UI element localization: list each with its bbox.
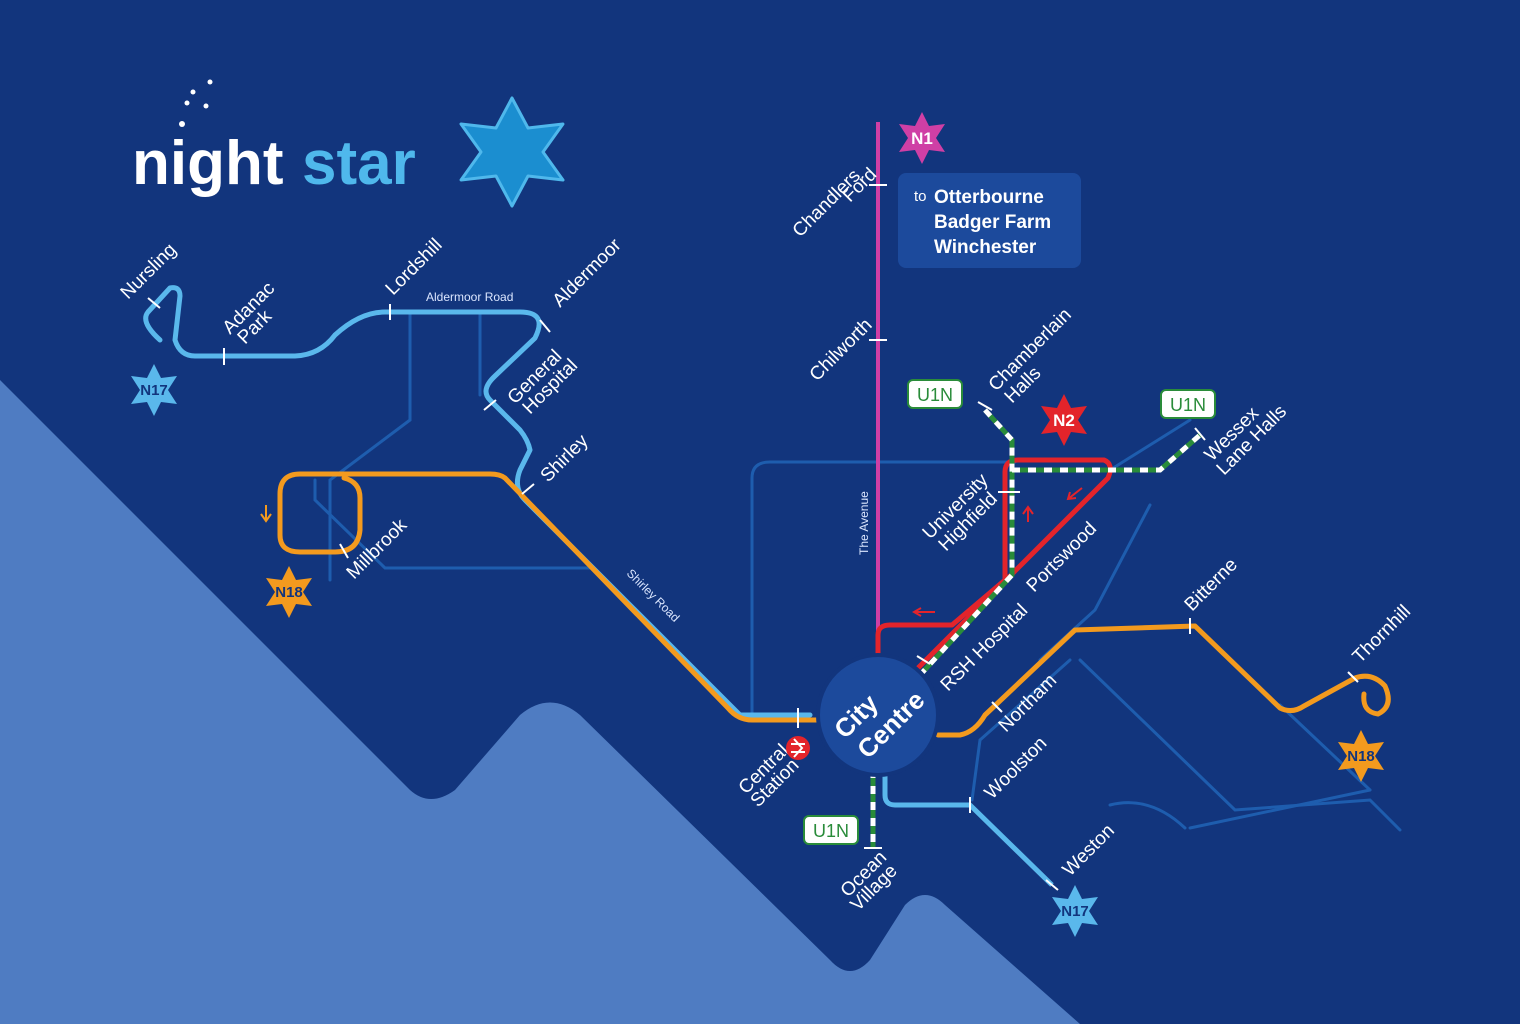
badge-n17-east-label: N17: [1061, 903, 1089, 920]
stop-ticks: [147, 297, 1359, 891]
badge-u1n-wessex-label: U1N: [1170, 395, 1206, 415]
logo-small-stars: [179, 79, 213, 127]
badge-n1-label: N1: [911, 129, 933, 148]
route-n18-line: [277, 471, 823, 723]
badge-u1n-ocean: U1N: [803, 815, 859, 845]
badge-n18-east: N18: [1338, 730, 1384, 782]
route-n17-line: [143, 285, 813, 718]
n1-ticks: [869, 184, 887, 341]
hills-shape: [0, 380, 1080, 1024]
destination-box: to Otterbourne Badger Farm Winchester: [898, 173, 1081, 268]
badge-n18-west-label: N18: [275, 584, 303, 601]
badge-n2: N2: [1041, 394, 1087, 446]
logo-star: star: [302, 129, 416, 198]
badge-n18-east-label: N18: [1347, 748, 1375, 765]
direction-arrows: [260, 487, 1083, 617]
logo-star-icon: [459, 96, 565, 208]
route-u1n-lines: [870, 408, 1202, 848]
badge-n18-west: N18: [266, 566, 312, 618]
the-avenue-label: The Avenue: [857, 491, 871, 555]
badge-u1n-ocean-label: U1N: [813, 821, 849, 841]
badge-u1n-wessex: U1N: [1160, 389, 1216, 419]
route-n2-line: [875, 457, 1113, 670]
destination-line-2: Badger Farm: [934, 212, 1051, 233]
badge-n1: N1: [899, 112, 945, 164]
destination-line-3: Winchester: [934, 237, 1037, 258]
route-n18-east-line: [935, 623, 1391, 738]
badge-u1n-chamberlain: U1N: [907, 379, 963, 409]
logo-night: night: [132, 129, 284, 198]
destination-line-1: Otterbourne: [934, 187, 1044, 208]
badge-n17-west-label: N17: [140, 382, 168, 399]
badge-n2-label: N2: [1053, 411, 1075, 430]
nightstar-logo: night star: [132, 79, 565, 208]
rail-station-icon: [786, 736, 810, 760]
badge-u1n-chamberlain-label: U1N: [917, 385, 953, 405]
badge-n17-east: N17: [1052, 885, 1098, 937]
route-n17-east-line: [882, 765, 1054, 887]
destination-prefix: to: [914, 188, 927, 205]
city-centre-hub[interactable]: City Centre: [816, 653, 940, 777]
aldermoor-road-label: Aldermoor Road: [426, 290, 513, 304]
badge-n17-west: N17: [131, 364, 177, 416]
